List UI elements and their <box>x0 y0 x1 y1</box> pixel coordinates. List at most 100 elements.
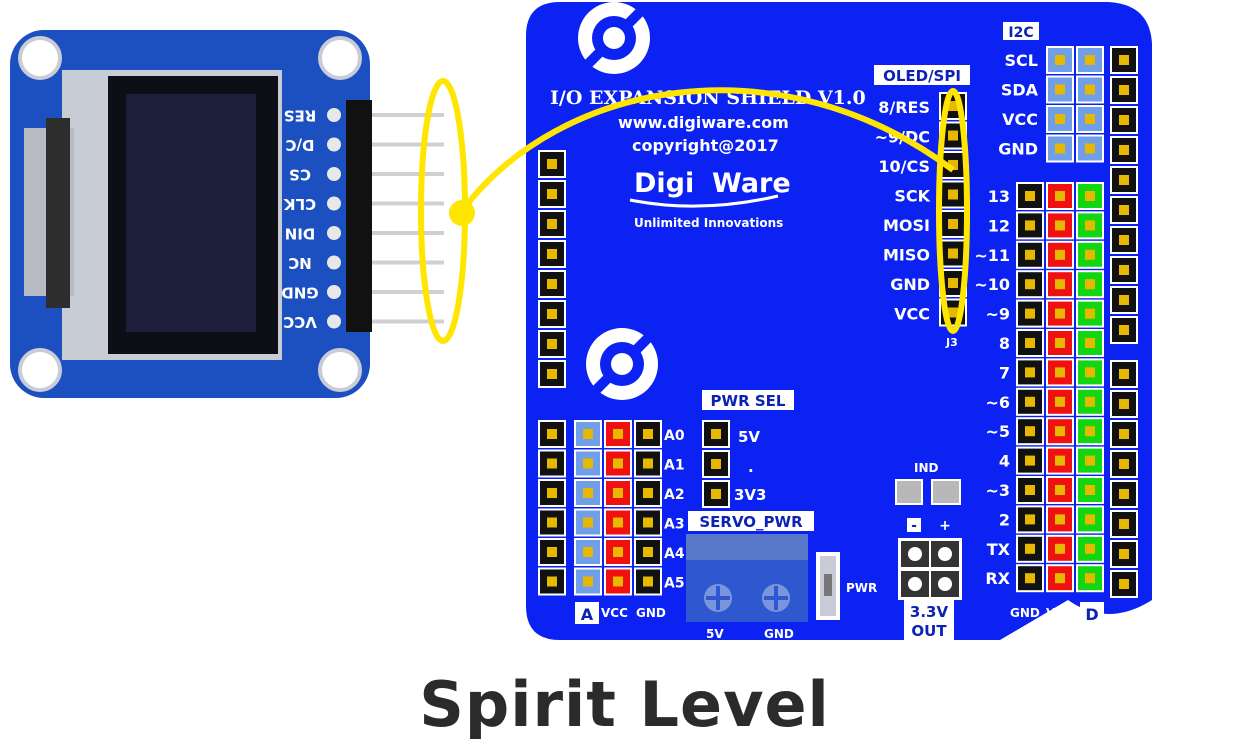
digital-pin-vcc <box>1046 182 1074 210</box>
analog-footer-a: A <box>581 605 594 624</box>
digital-pin-label: 4 <box>999 452 1010 471</box>
i2c-pin-sig <box>1076 76 1104 104</box>
analog-pin-sig <box>574 568 602 596</box>
caption: Spirit Level <box>0 668 1249 741</box>
digital-pin-label: ~5 <box>985 422 1010 441</box>
analog-pin-sig <box>574 450 602 478</box>
analog-pin-gnd <box>538 538 566 566</box>
digital-footer-d: D <box>1085 605 1098 624</box>
digital-footer-gnd: GND <box>1010 606 1040 620</box>
header-pin <box>1110 480 1138 508</box>
analog-pin-gnd <box>538 479 566 507</box>
oled-pin <box>372 231 444 235</box>
digital-pin-gnd <box>1016 564 1044 592</box>
header-pin <box>939 181 967 209</box>
oled-pin <box>372 172 444 176</box>
analog-pin-gnd <box>538 420 566 448</box>
oled-pin-label: CS <box>289 166 311 184</box>
header-pin <box>1110 360 1138 388</box>
header-pin <box>538 240 566 268</box>
digital-pin-label: ~11 <box>974 246 1010 265</box>
digital-pin-gnd <box>1016 476 1044 504</box>
out33-plus: + <box>939 518 951 534</box>
servo-5v-label: 5V <box>706 627 724 641</box>
servo-pwr-header-label: SERVO_PWR <box>699 513 803 531</box>
digital-pin-label: TX <box>987 540 1011 559</box>
out33-minus: - <box>911 518 917 534</box>
header-pin <box>1110 106 1138 134</box>
oled-spi-header-label: OLED/SPI <box>883 67 961 85</box>
header-pin <box>1110 166 1138 194</box>
pwr-sel-header <box>702 420 730 508</box>
oled-pad-icon <box>327 256 341 270</box>
analog-pin-vcc <box>604 479 632 507</box>
pwr-sel-pin <box>702 480 730 508</box>
oled-pad-icon <box>327 138 341 152</box>
mount-ring-icon <box>578 2 650 74</box>
servo-terminal-block <box>686 534 808 622</box>
brand-name-part2: Ware <box>712 168 791 199</box>
pwr-sel-3v3: 3V3 <box>734 486 766 504</box>
oled-pad-icon <box>327 285 341 299</box>
digital-pin-sig <box>1076 300 1104 328</box>
mount-hole-icon <box>20 350 60 390</box>
header-pin <box>1110 196 1138 224</box>
digital-pin-sig <box>1076 505 1104 533</box>
out33-line1: 3.3V <box>910 603 949 621</box>
analog-pin-vcc <box>604 568 632 596</box>
digital-pin-sig <box>1076 476 1104 504</box>
digital-pin-vcc <box>1046 476 1074 504</box>
pwr-sel-pin <box>702 450 730 478</box>
header-pin <box>1110 46 1138 74</box>
pwr-sel-5v: 5V <box>738 428 760 446</box>
digital-pin-vcc <box>1046 211 1074 239</box>
digital-pin-gnd <box>1016 388 1044 416</box>
i2c-pin-label: SCL <box>1005 51 1038 70</box>
analog-footer-vcc: VCC <box>601 606 628 620</box>
analog-pin-label: A5 <box>664 576 685 592</box>
servo-pwr-jumper-label: PWR <box>846 581 877 595</box>
mount-ring-icon <box>586 328 658 400</box>
analog-pin-gnd <box>538 450 566 478</box>
i2c-header-label: I2C <box>1008 25 1033 41</box>
digital-pin-label: RX <box>985 569 1010 588</box>
digital-pin-gnd <box>1016 358 1044 386</box>
digital-pin-vcc <box>1046 388 1074 416</box>
digital-pin-vcc <box>1046 417 1074 445</box>
header-pin <box>1110 76 1138 104</box>
analog-pin-gnd <box>634 538 662 566</box>
header-pin <box>538 180 566 208</box>
oled-pin-header <box>346 100 372 332</box>
digital-pin-label: 2 <box>999 510 1010 529</box>
header-pin <box>939 210 967 238</box>
out33-connector <box>898 538 962 600</box>
digital-pin-vcc <box>1046 535 1074 563</box>
servo-gnd-label: GND <box>764 627 794 641</box>
shield-website: www.digiware.com <box>618 113 789 132</box>
analog-pin-vcc <box>604 420 632 448</box>
right-pin-header <box>1110 46 1138 598</box>
digital-pin-sig <box>1076 241 1104 269</box>
oled-pad-icon <box>327 315 341 329</box>
expansion-shield: I/O EXPANSION SHIELD V1.0 www.digiware.c… <box>526 2 1152 641</box>
oled-spi-pin-label: MOSI <box>883 216 930 235</box>
analog-pin-sig <box>574 509 602 537</box>
header-pin <box>538 270 566 298</box>
pwr-sel-dot: . <box>748 458 754 476</box>
digital-pin-gnd <box>1016 182 1044 210</box>
oled-spi-pin-label: GND <box>890 275 930 294</box>
oled-pin <box>372 143 444 147</box>
analog-footer-gnd: GND <box>636 606 666 620</box>
i2c-pin-label: VCC <box>1002 110 1038 129</box>
mount-hole-icon <box>320 350 360 390</box>
digital-pin-label: ~10 <box>974 275 1010 294</box>
analog-pin-vcc <box>604 450 632 478</box>
oled-spi-pin-label: SCK <box>894 187 930 206</box>
digital-pin-sig <box>1076 388 1104 416</box>
analog-pin-label: A0 <box>664 428 685 444</box>
header-pin <box>1110 510 1138 538</box>
connection-dot-icon <box>449 200 475 226</box>
digital-pin-label: 8 <box>999 334 1010 353</box>
digital-pin-sig <box>1076 447 1104 475</box>
digital-pin-gnd <box>1016 300 1044 328</box>
